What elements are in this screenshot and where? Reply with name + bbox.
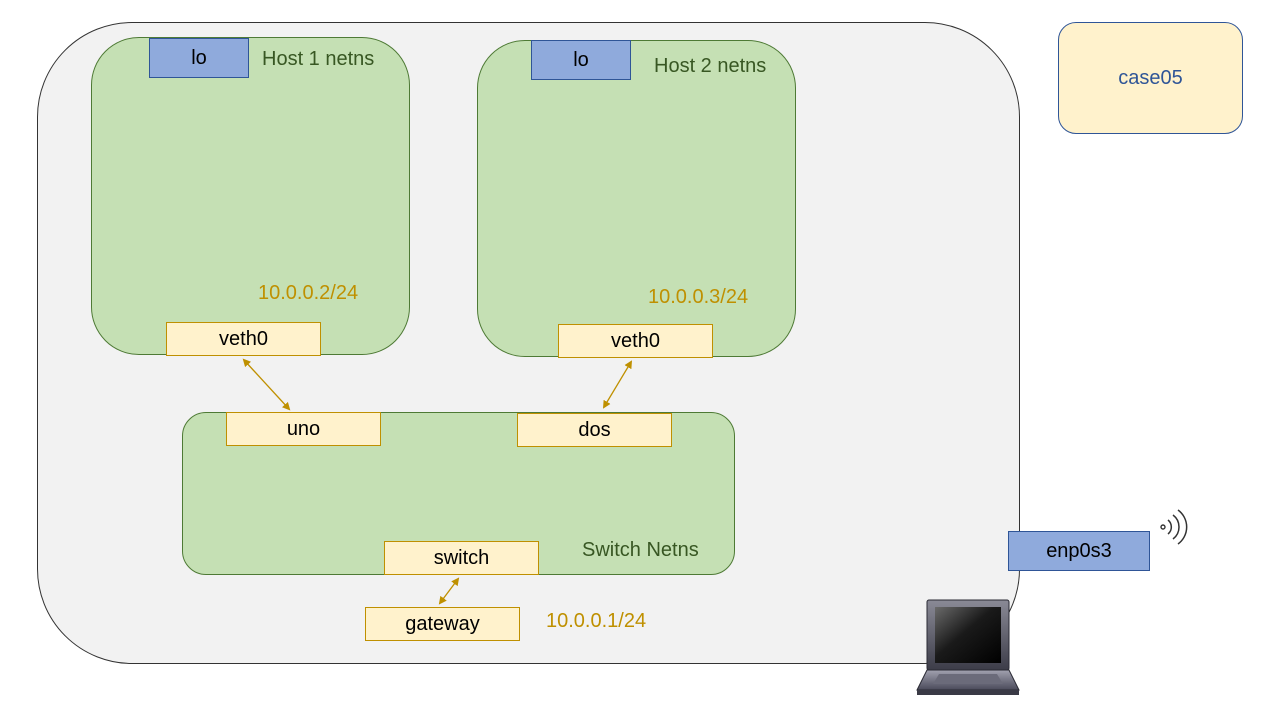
host1-netns [91, 37, 410, 355]
wifi-signal-icon [1160, 509, 1188, 545]
host1-lo: lo [149, 38, 249, 78]
link-host1-uno [242, 358, 291, 411]
gateway-ip: 10.0.0.1/24 [546, 610, 647, 632]
gateway-interface: gateway [365, 607, 520, 641]
switch-port-switch: switch [384, 541, 539, 575]
host1-ip: 10.0.0.2/24 [258, 282, 359, 304]
switch-title: Switch Netns [582, 539, 699, 561]
laptop-icon [916, 599, 1020, 695]
host2-title: Host 2 netns [654, 55, 767, 77]
switch-port-dos: dos [517, 413, 672, 447]
host2-veth0: veth0 [558, 324, 713, 358]
link-switch-gateway [438, 577, 460, 605]
host1-title: Host 1 netns [262, 48, 375, 70]
case-label: case05 [1058, 22, 1243, 134]
host2-netns [477, 40, 796, 357]
host2-lo: lo [531, 40, 631, 80]
host2-ip: 10.0.0.3/24 [648, 286, 749, 308]
switch-port-uno: uno [226, 412, 381, 446]
host1-veth0: veth0 [166, 322, 321, 356]
nic-enp0s3: enp0s3 [1008, 531, 1150, 571]
link-host2-dos [602, 360, 633, 409]
